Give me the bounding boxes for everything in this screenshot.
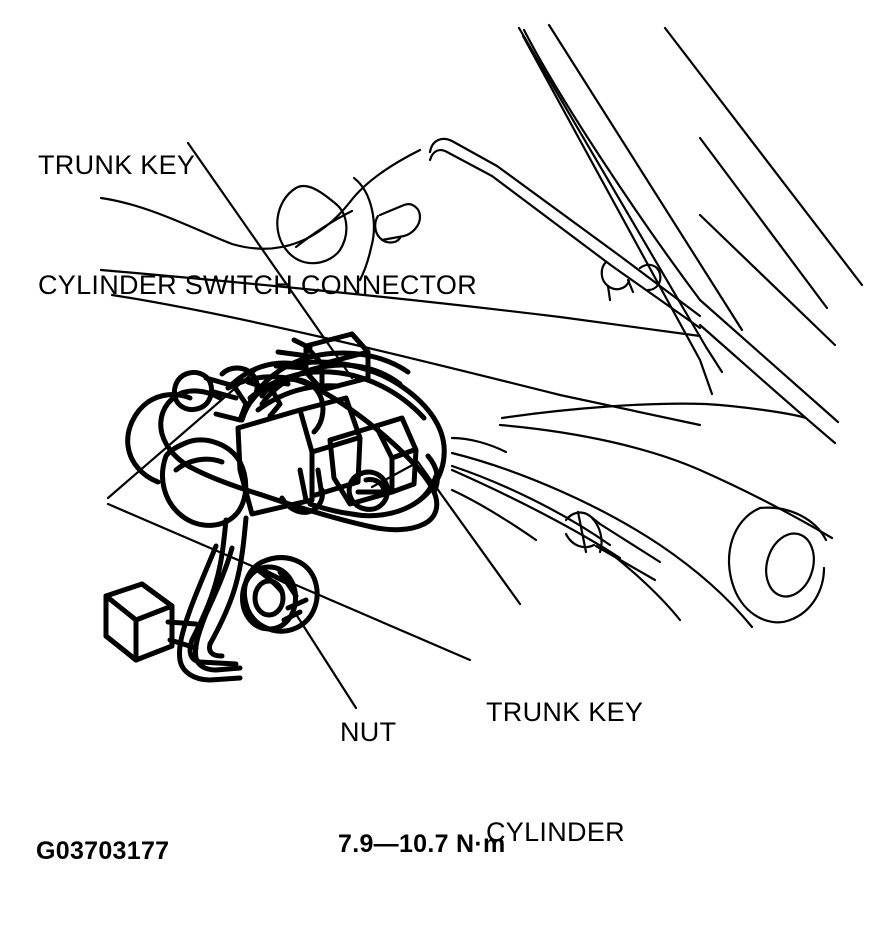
torque-specification: 7.9—10.7 N·m {81—109 kgf·cm, 70.0—94.7 i… (338, 754, 755, 942)
torque-spec-primary: 7.9—10.7 N·m (338, 830, 506, 858)
label-trunk-key-cylinder: TRUNK KEY CYLINDER (486, 612, 643, 932)
label-trunk-key-cylinder-line1: TRUNK KEY (486, 697, 644, 727)
label-trunk-key-cylinder-switch-connector: TRUNK KEY CYLINDER SWITCH CONNECTOR (38, 65, 477, 385)
wire-harness (253, 331, 411, 407)
label-nut: NUT (340, 717, 397, 747)
body-panel-contours (99, 23, 864, 629)
label-switch-connector-line1: TRUNK KEY (38, 150, 196, 180)
label-trunk-key-cylinder-line2: CYLINDER (486, 817, 625, 847)
connector-block-lower (103, 543, 243, 683)
mounting-nut (240, 555, 320, 634)
label-switch-connector-line2: CYLINDER SWITCH CONNECTOR (38, 270, 478, 300)
torque-spec-alternate: {81—109 kgf·cm, 70.0—94.7 in·lbf} (338, 934, 755, 942)
trunk-key-cylinder-body (160, 365, 427, 667)
figure-id-code: G03703177 (36, 837, 170, 865)
